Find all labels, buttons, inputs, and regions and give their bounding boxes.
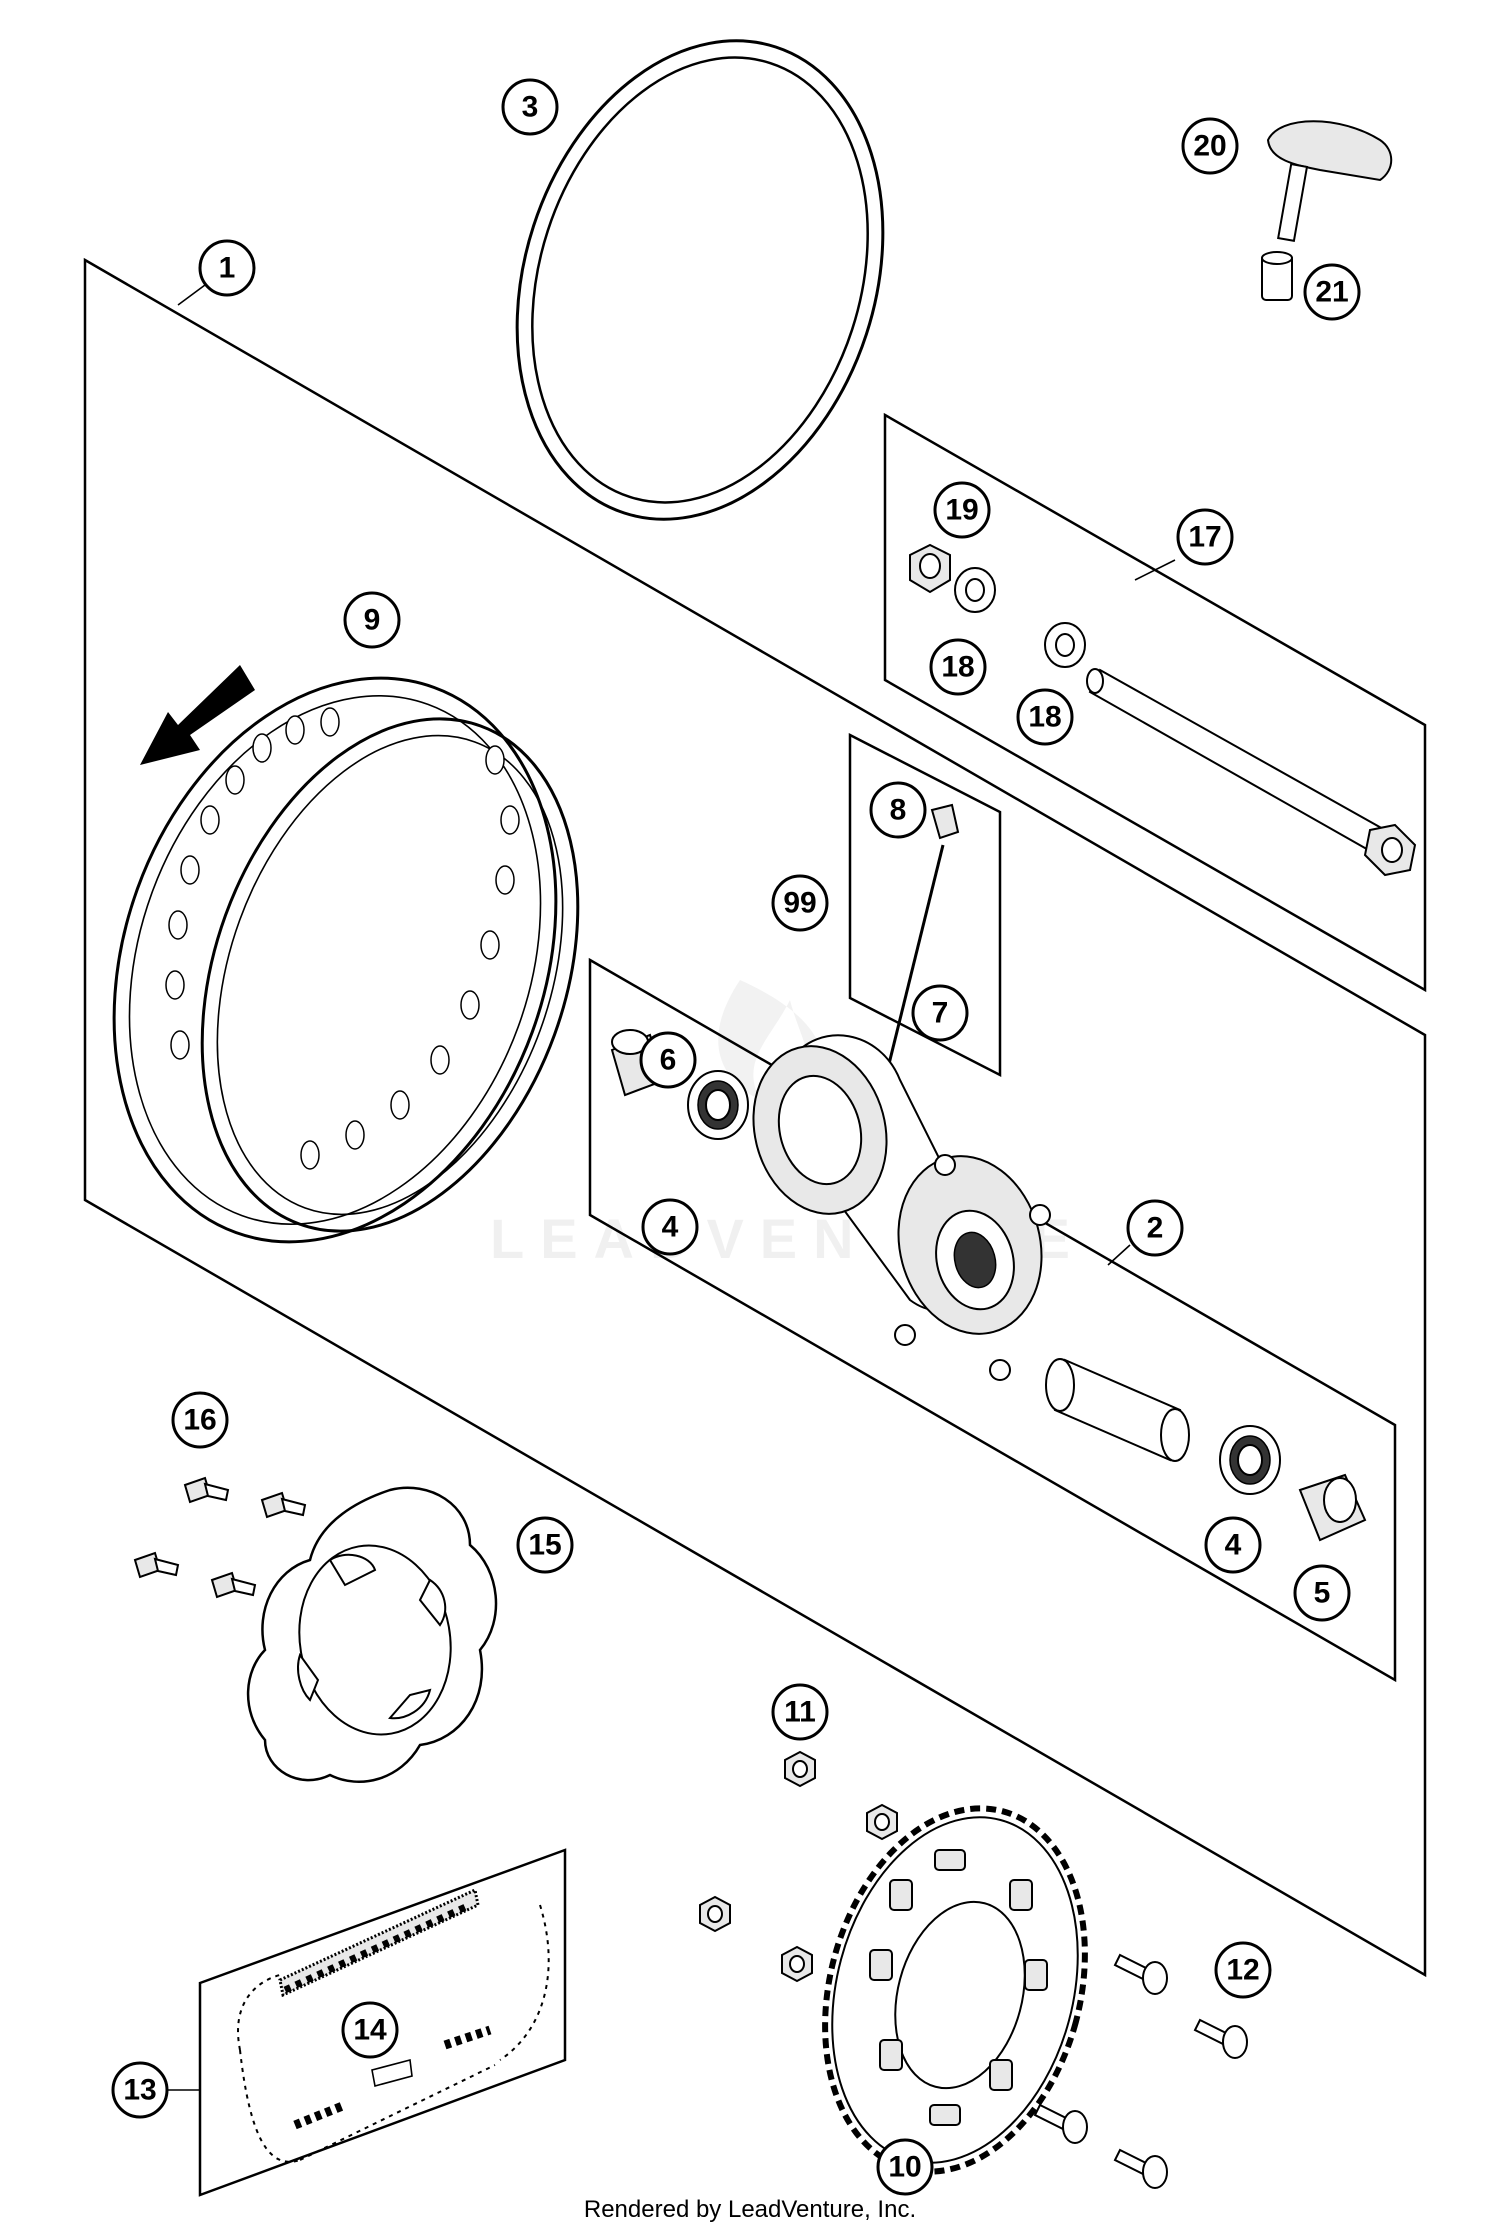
svg-text:2: 2 <box>1147 1212 1164 1245</box>
callout-20: 20 <box>1181 117 1239 175</box>
axle-nut-part <box>909 543 951 594</box>
callout-14: 14 <box>341 2001 399 2059</box>
hub-part <box>752 1034 1051 1381</box>
group-99-outline <box>848 732 1002 1078</box>
svg-text:5: 5 <box>1314 1577 1331 1610</box>
hub-spacer-tube-part <box>1045 1358 1190 1462</box>
callout-11: 11 <box>771 1683 829 1741</box>
svg-text:13: 13 <box>123 2074 156 2107</box>
sprocket-part <box>822 1805 1088 2175</box>
svg-text:11: 11 <box>784 1696 816 1729</box>
group-13-outline <box>198 1848 567 2197</box>
svg-text:18: 18 <box>1028 701 1061 734</box>
svg-text:9: 9 <box>364 604 381 637</box>
svg-text:16: 16 <box>183 1404 216 1437</box>
svg-text:8: 8 <box>890 794 907 827</box>
chain-part <box>237 1887 550 2163</box>
callout-17: 17 <box>1176 508 1234 566</box>
callout-5: 5 <box>1293 1564 1351 1622</box>
svg-text:15: 15 <box>528 1529 561 1562</box>
washer-part-b <box>1044 622 1086 668</box>
axle-part <box>1086 668 1417 877</box>
callout-8: 8 <box>869 781 927 839</box>
svg-text:3: 3 <box>522 91 539 124</box>
group-1-outline <box>83 257 1427 1978</box>
disc-bolts-part <box>133 1476 307 1599</box>
callout-6: 6 <box>639 1031 697 1089</box>
bearing-left-part <box>687 1070 749 1140</box>
callout-4-right: 4 <box>1204 1516 1262 1574</box>
valve-cap-part <box>1266 120 1393 242</box>
svg-text:19: 19 <box>945 494 978 527</box>
footer-credit: Rendered by LeadVenture, Inc. <box>583 2196 917 2223</box>
rim-part <box>112 676 580 1244</box>
svg-text:6: 6 <box>660 1044 677 1077</box>
svg-text:12: 12 <box>1226 1954 1259 1987</box>
callout-18-left: 18 <box>929 638 987 696</box>
callout-2: 2 <box>1126 1199 1184 1257</box>
callout-10: 10 <box>876 2138 934 2196</box>
callout-9: 9 <box>343 591 401 649</box>
spacer-right-part <box>1298 1473 1367 1542</box>
sprocket-nuts-part <box>699 1750 898 1983</box>
washer-part-a <box>954 567 996 613</box>
callout-7: 7 <box>911 984 969 1042</box>
spoke-nipple-part <box>930 803 960 840</box>
callout-3: 3 <box>501 78 559 136</box>
callout-4-left: 4 <box>641 1198 699 1256</box>
bearing-right-part <box>1219 1425 1281 1495</box>
svg-text:10: 10 <box>888 2151 921 2184</box>
callout-15: 15 <box>516 1516 574 1574</box>
callout-19: 19 <box>933 481 991 539</box>
brake-disc-part <box>246 1486 498 1783</box>
callout-12: 12 <box>1214 1941 1272 1999</box>
rotation-arrow-icon <box>140 665 255 765</box>
svg-text:4: 4 <box>1225 1529 1242 1562</box>
svg-text:17: 17 <box>1188 521 1221 554</box>
callout-1: 1 <box>198 239 256 297</box>
svg-text:1: 1 <box>219 252 236 285</box>
group-2-outline <box>588 957 1397 1683</box>
rim-tape-part <box>515 39 885 521</box>
callout-99: 99 <box>771 874 829 932</box>
svg-text:99: 99 <box>783 887 816 920</box>
chain-link-parts <box>293 2025 492 2130</box>
spoke-part <box>876 844 945 1083</box>
svg-text:4: 4 <box>662 1211 679 1244</box>
svg-text:14: 14 <box>353 2014 387 2047</box>
svg-text:20: 20 <box>1193 130 1226 163</box>
sprocket-bolts-part <box>1033 1953 1248 2189</box>
callout-18-right: 18 <box>1016 688 1074 746</box>
valve-nut-part <box>1261 251 1293 301</box>
svg-text:21: 21 <box>1315 276 1348 309</box>
rim-spoke-holes <box>165 707 520 1170</box>
callout-21: 21 <box>1303 263 1361 321</box>
svg-text:7: 7 <box>932 997 949 1030</box>
callout-16: 16 <box>171 1391 229 1449</box>
group-17-outline <box>883 412 1427 993</box>
callout-13: 13 <box>111 2061 169 2119</box>
svg-text:18: 18 <box>941 651 974 684</box>
